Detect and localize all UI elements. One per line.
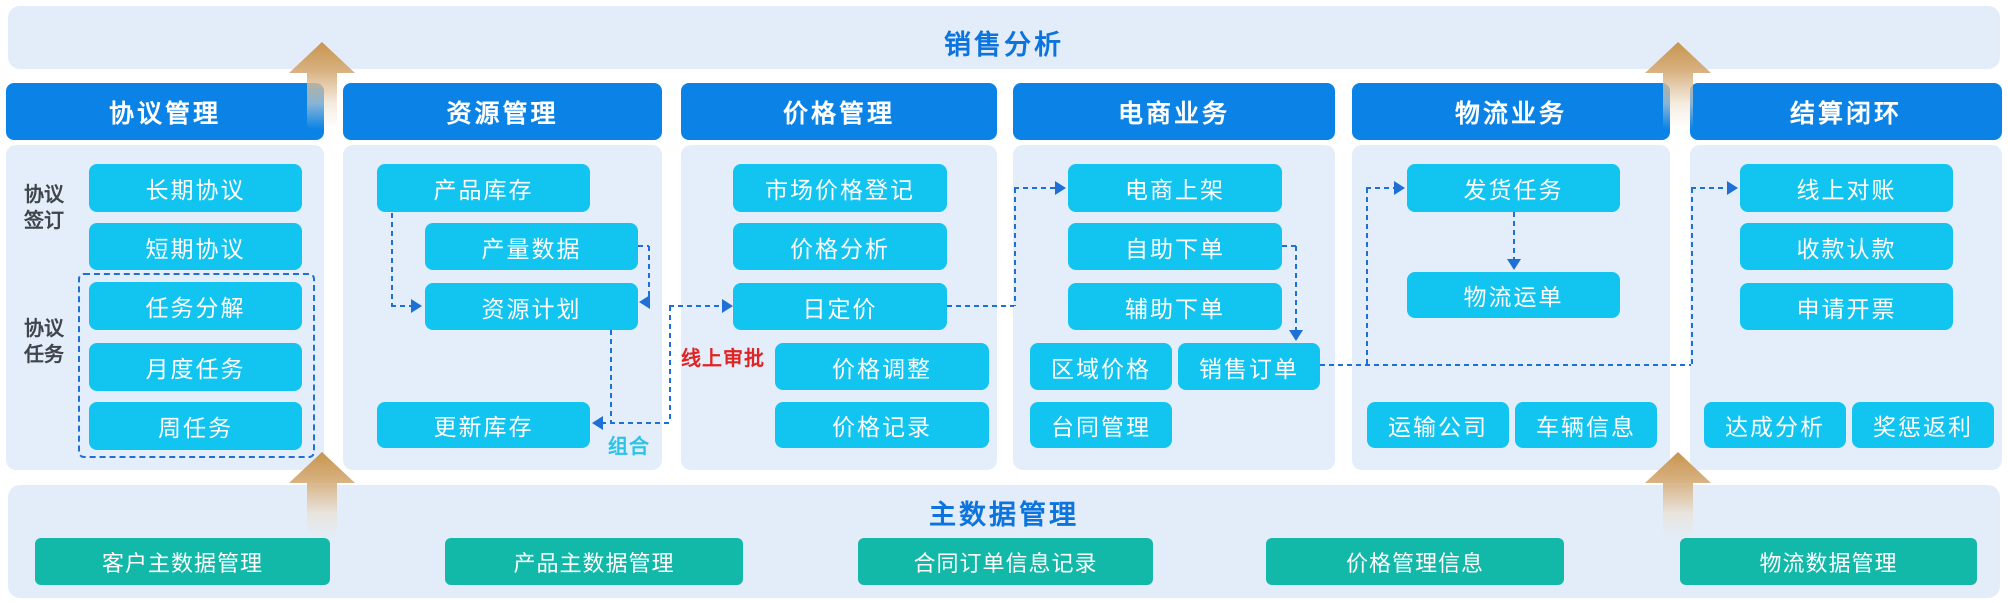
node-price-adjustment: 价格调整 bbox=[775, 343, 989, 390]
node-logistics-waybill: 物流运单 bbox=[1407, 272, 1620, 318]
node-achievement-analysis: 达成分析 bbox=[1704, 402, 1846, 448]
node-monthly-task: 月度任务 bbox=[89, 343, 302, 391]
node-weekly-task: 周任务 bbox=[89, 402, 302, 450]
connector-line bbox=[1282, 245, 1296, 247]
connector-line bbox=[648, 246, 650, 302]
connector-arrowhead bbox=[1727, 181, 1738, 195]
node-market-price-register: 市场价格登记 bbox=[733, 164, 947, 212]
master-data-product: 产品主数据管理 bbox=[445, 538, 743, 585]
node-assisted-order: 辅助下单 bbox=[1068, 283, 1282, 330]
master-data-customer: 客户主数据管理 bbox=[35, 538, 330, 585]
label-agreement-signing: 协议签订 bbox=[24, 184, 64, 233]
connector-line bbox=[391, 305, 411, 307]
node-short-term-agreement: 短期协议 bbox=[89, 223, 302, 270]
connector-line bbox=[669, 305, 722, 307]
node-resource-plan: 资源计划 bbox=[425, 283, 638, 330]
node-invoice-request: 申请开票 bbox=[1740, 283, 1953, 330]
node-shipping-task: 发货任务 bbox=[1407, 164, 1620, 212]
flow-up-arrow-top-right bbox=[1645, 42, 1711, 129]
connector-line bbox=[669, 306, 671, 423]
flow-up-arrow-bottom-left bbox=[289, 452, 355, 539]
agreement-task-group bbox=[78, 273, 315, 458]
node-daily-pricing: 日定价 bbox=[733, 283, 947, 330]
connector-line bbox=[1691, 188, 1693, 365]
connector-line bbox=[1513, 212, 1515, 259]
node-contract-management: 台同管理 bbox=[1030, 402, 1172, 448]
connector-arrowhead bbox=[411, 299, 422, 313]
node-payment-confirmation: 收款认款 bbox=[1740, 223, 1953, 270]
node-vehicle-info: 车辆信息 bbox=[1515, 402, 1657, 448]
node-product-inventory: 产品库存 bbox=[377, 164, 590, 212]
connector-line bbox=[1366, 187, 1394, 189]
connector-line bbox=[1320, 364, 1691, 366]
node-task-breakdown: 任务分解 bbox=[89, 282, 302, 330]
master-data-price-info: 价格管理信息 bbox=[1266, 538, 1564, 585]
up-arrow-icon bbox=[1645, 42, 1711, 73]
node-transport-company: 运输公司 bbox=[1367, 402, 1509, 448]
connector-line bbox=[947, 305, 1014, 307]
label-agreement-task: 协议任务 bbox=[24, 318, 64, 367]
bottom-banner-title: 主数据管理 bbox=[929, 500, 1079, 530]
node-self-order: 自助下单 bbox=[1068, 223, 1282, 270]
up-arrow-icon bbox=[289, 452, 355, 483]
connector-line bbox=[1295, 246, 1297, 330]
top-banner-title: 销售分析 bbox=[944, 30, 1064, 60]
connector-line bbox=[391, 213, 393, 306]
flow-up-arrow-top-left bbox=[289, 42, 355, 129]
column-header-settlement: 结算闭环 bbox=[1690, 83, 2002, 140]
column-header-resource: 资源管理 bbox=[343, 83, 662, 140]
node-long-term-agreement: 长期协议 bbox=[89, 164, 302, 212]
node-online-reconciliation: 线上对账 bbox=[1740, 164, 1953, 212]
up-arrow-icon bbox=[289, 42, 355, 73]
label-online-approval: 线上审批 bbox=[681, 348, 765, 370]
node-output-data: 产量数据 bbox=[425, 223, 638, 270]
node-ec-listing: 电商上架 bbox=[1068, 164, 1282, 212]
connector-line bbox=[1691, 187, 1727, 189]
connector-arrowhead bbox=[639, 295, 650, 309]
label-combine: 组合 bbox=[608, 436, 650, 458]
node-sales-order: 销售订单 bbox=[1178, 343, 1320, 390]
master-data-logistics: 物流数据管理 bbox=[1680, 538, 1977, 585]
connector-arrowhead bbox=[1055, 181, 1066, 195]
node-update-inventory: 更新库存 bbox=[377, 402, 590, 448]
master-data-contract-order: 合同订单信息记录 bbox=[858, 538, 1153, 585]
connector-arrowhead bbox=[1394, 181, 1405, 195]
node-price-analysis: 价格分析 bbox=[733, 223, 947, 270]
node-regional-price: 区域价格 bbox=[1030, 343, 1172, 390]
connector-line bbox=[1014, 187, 1055, 189]
connector-line bbox=[638, 245, 649, 247]
flow-up-arrow-bottom-right bbox=[1645, 452, 1711, 539]
node-price-record: 价格记录 bbox=[775, 402, 989, 448]
connector-arrowhead bbox=[722, 299, 733, 313]
top-banner: 销售分析 bbox=[8, 6, 2000, 69]
connector-line bbox=[1014, 188, 1016, 306]
connector-line bbox=[1366, 188, 1368, 365]
connector-line bbox=[601, 422, 669, 424]
connector-line bbox=[610, 330, 612, 423]
column-header-ecommerce: 电商业务 bbox=[1013, 83, 1335, 140]
connector-arrowhead bbox=[1507, 259, 1521, 270]
connector-arrowhead bbox=[1289, 330, 1303, 341]
column-header-price: 价格管理 bbox=[681, 83, 997, 140]
column-header-logistics: 物流业务 bbox=[1352, 83, 1670, 140]
up-arrow-icon bbox=[1645, 452, 1711, 483]
connector-arrowhead bbox=[592, 416, 603, 430]
node-reward-rebate: 奖惩返利 bbox=[1852, 402, 1994, 448]
column-header-agreement: 协议管理 bbox=[6, 83, 324, 140]
